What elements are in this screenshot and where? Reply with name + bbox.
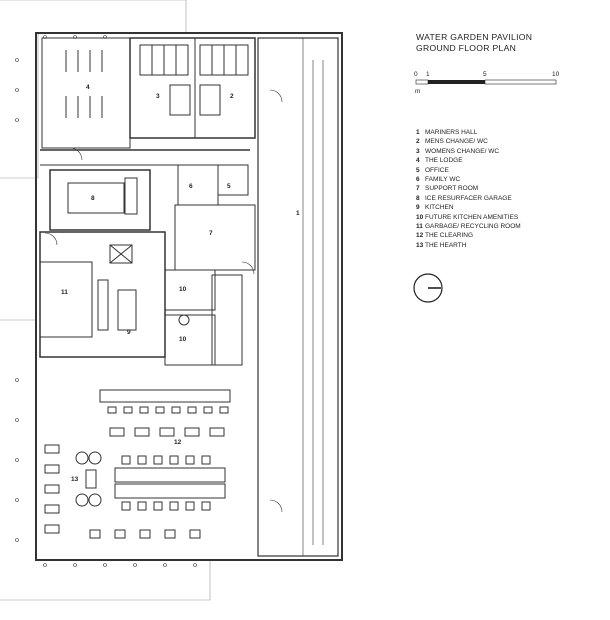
hearth-fireplace	[85, 469, 97, 489]
scale-bar	[415, 79, 557, 85]
room-label-10a: 10	[179, 286, 187, 293]
plan-title-line1: WATER GARDEN PAVILION	[416, 32, 533, 42]
mariners-hall-wall	[257, 37, 339, 557]
room-label-1: 1	[296, 210, 300, 217]
room-family-wc	[177, 164, 219, 206]
plan-title-line2: GROUND FLOOR PLAN	[416, 43, 517, 53]
north-arrow-icon	[413, 273, 443, 303]
long-table-b	[114, 483, 226, 499]
scale-tick-1: 1	[426, 71, 430, 78]
scale-unit: m	[415, 88, 421, 95]
room-label-9: 9	[127, 329, 131, 336]
bar-counter	[99, 389, 231, 403]
room-change-rooms	[129, 37, 256, 139]
room-future-b	[164, 314, 216, 366]
room-label-5: 5	[227, 183, 231, 190]
room-garbage	[39, 261, 93, 338]
room-label-7: 7	[209, 230, 213, 237]
room-kitchen	[39, 231, 166, 358]
room-support	[174, 204, 256, 271]
room-label-12: 12	[174, 439, 182, 446]
room-label-4: 4	[86, 84, 90, 91]
hearth-stool	[75, 451, 89, 465]
room-label-8: 8	[91, 195, 95, 202]
room-label-6: 6	[189, 183, 193, 190]
ice-resurfacer	[67, 182, 125, 214]
bar-stools	[107, 406, 229, 414]
room-office	[217, 164, 249, 196]
clearing-tables-row1	[109, 427, 225, 437]
room-lodge	[41, 37, 131, 149]
long-table-a	[114, 467, 226, 483]
scale-tick-5: 5	[483, 71, 487, 78]
long-table-chairs	[121, 455, 211, 511]
room-label-11: 11	[61, 289, 68, 296]
clearing-tables-row2	[89, 529, 201, 539]
room-label-3: 3	[156, 93, 160, 100]
landscape-edge-top	[0, 0, 187, 179]
kitchen-unit	[109, 244, 133, 264]
scale-tick-0: 0	[414, 71, 418, 78]
room-future-a	[164, 269, 216, 311]
scale-tick-10: 10	[552, 71, 560, 78]
room-label-13: 13	[71, 476, 79, 483]
hearth-tables	[44, 444, 60, 534]
room-label-2: 2	[230, 93, 234, 100]
room-ice-garage	[49, 169, 151, 231]
kitchen-island	[117, 289, 137, 331]
room-label-10b: 10	[179, 336, 187, 343]
building-outline	[35, 32, 343, 561]
